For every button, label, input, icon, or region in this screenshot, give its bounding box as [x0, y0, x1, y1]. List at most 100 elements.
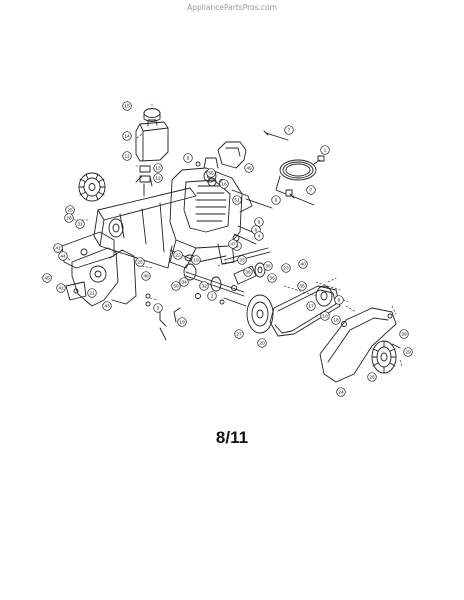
callout-27: 27	[234, 329, 244, 339]
callout-number: 3	[236, 244, 239, 250]
callout-48: 48	[141, 271, 151, 281]
callout-circle	[207, 291, 217, 301]
callout-number: 23	[283, 266, 289, 272]
callout-circle	[284, 125, 294, 135]
callout-circle	[58, 251, 68, 261]
callout-number: 41	[55, 246, 61, 252]
callout-34: 34	[179, 277, 189, 287]
callout-number: 42	[58, 286, 64, 292]
callout-circle	[281, 263, 291, 273]
callout-circle	[367, 372, 377, 382]
callout-circle	[219, 179, 229, 189]
callout-11: 11	[122, 151, 132, 161]
callout-number: 32	[201, 284, 207, 290]
callout-circle	[135, 257, 145, 267]
callout-circle	[336, 387, 346, 397]
callout-number: 49	[246, 166, 252, 172]
callout-26: 26	[64, 213, 74, 223]
callout-circle	[122, 101, 132, 111]
callout-circle	[171, 281, 181, 291]
callout-circle	[153, 303, 163, 313]
callout-number: 2	[211, 294, 214, 300]
callout-14: 14	[122, 131, 132, 141]
callout-31: 31	[75, 219, 85, 229]
callout-number: 21	[89, 291, 95, 297]
callout-15: 15	[122, 101, 132, 111]
callout-number: 13	[155, 166, 161, 172]
callout-circle	[298, 259, 308, 269]
callout-21: 21	[87, 288, 97, 298]
callout-12: 12	[153, 173, 163, 183]
callout-number: 34	[181, 280, 187, 286]
callout-number: 27	[236, 332, 242, 338]
callout-number: 25	[369, 375, 375, 381]
callout-circle	[234, 329, 244, 339]
callout-circle	[320, 311, 330, 321]
callout-number: 10	[322, 314, 328, 320]
callout-circle	[53, 243, 63, 253]
callout-circle	[75, 219, 85, 229]
callout-44: 44	[58, 251, 68, 261]
callout-19: 19	[177, 317, 187, 327]
callout-40: 40	[298, 259, 308, 269]
callout-circle	[228, 239, 238, 249]
callout-circle	[102, 301, 112, 311]
callout-number: 25	[67, 208, 73, 214]
callout-17: 17	[306, 301, 316, 311]
callout-number: 36	[269, 276, 275, 282]
callout-10: 10	[320, 311, 330, 321]
callout-number: 3	[157, 306, 160, 312]
callout-number: 29	[405, 350, 411, 356]
callout-23: 23	[281, 263, 291, 273]
left-side-plates	[61, 231, 137, 307]
callout-circle	[64, 213, 74, 223]
callout-36: 36	[243, 267, 253, 277]
callout-22: 22	[173, 250, 183, 260]
callout-circle	[306, 301, 316, 311]
callout-50: 50	[171, 281, 181, 291]
callout-circle	[243, 267, 253, 277]
callout-circle	[267, 273, 277, 283]
callout-circle	[42, 273, 52, 283]
page-code: 8/11	[215, 428, 249, 447]
callout-number: 45	[44, 276, 50, 282]
callout-circle	[271, 195, 281, 205]
callout-circle	[306, 185, 316, 195]
callout-circle	[254, 231, 264, 241]
callout-13: 13	[153, 163, 163, 173]
callout-number: 12	[155, 176, 161, 182]
callout-circle	[263, 261, 273, 271]
callout-51: 51	[232, 195, 242, 205]
callout-5: 5	[183, 153, 193, 163]
callout-circle	[320, 145, 330, 155]
callout-55: 55	[206, 168, 216, 178]
callout-number: 20	[259, 341, 265, 347]
callout-number: 44	[60, 254, 66, 260]
callout-number: 51	[234, 198, 240, 204]
left-wheel	[78, 172, 106, 202]
callout-number: 9	[258, 220, 261, 226]
callout-18: 18	[331, 315, 341, 325]
callout-number: 25	[137, 260, 143, 266]
callout-7: 7	[284, 125, 294, 135]
callout-number: 24	[338, 390, 344, 396]
callout-number: 47	[230, 242, 236, 248]
callout-19: 19	[191, 255, 201, 265]
callout-47: 47	[228, 239, 238, 249]
callout-circle	[199, 281, 209, 291]
callout-3: 3	[153, 303, 163, 313]
callout-32: 32	[199, 281, 209, 291]
power-cord	[275, 155, 325, 197]
callout-9: 9	[254, 217, 264, 227]
callout-number: 33	[239, 258, 245, 264]
callout-number: 6	[275, 198, 278, 204]
callout-number: 35	[299, 284, 305, 290]
callout-number: 22	[175, 253, 181, 259]
callout-33: 33	[237, 255, 247, 265]
callout-41: 41	[53, 243, 63, 253]
callout-number: 17	[308, 304, 314, 310]
callout-circle	[191, 255, 201, 265]
callout-number: 4	[258, 234, 261, 240]
